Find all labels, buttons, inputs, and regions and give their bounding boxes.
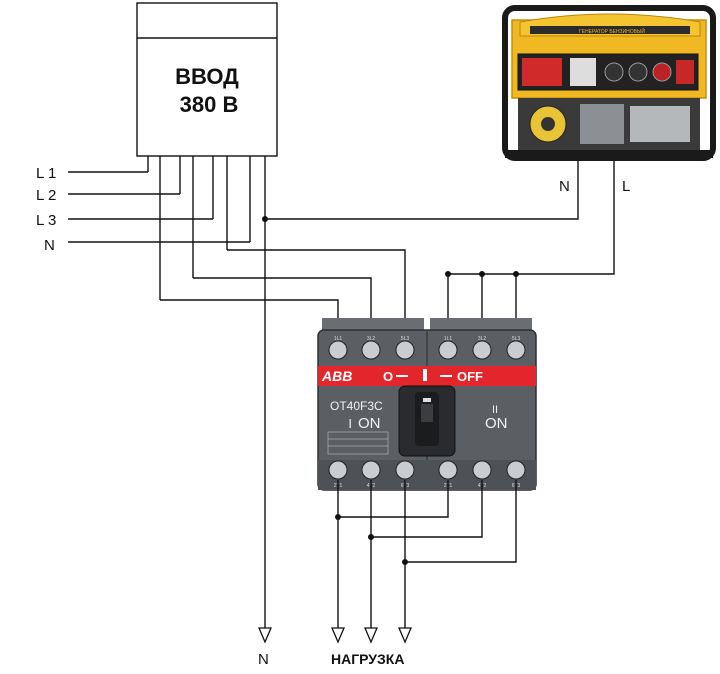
- abb-logo: ABB: [321, 368, 352, 384]
- position-zero-label: O: [383, 369, 393, 384]
- output-arrows: [258, 627, 412, 644]
- input-box-title: ВВОД: [175, 64, 239, 89]
- line-l2-label: L 2: [36, 187, 56, 204]
- line-l3-label: L 3: [36, 212, 56, 229]
- output-n-label: N: [258, 651, 269, 668]
- input-box-voltage: 380 В: [180, 92, 239, 117]
- input-box: ВВОД 380 В: [136, 2, 278, 630]
- spec-table: [327, 431, 389, 455]
- input-lines: L 1 L 2 L 3 N: [36, 165, 250, 254]
- line-l1-label: L 1: [36, 165, 56, 182]
- rotary-handle[interactable]: [398, 385, 456, 457]
- bottom-terminals: 2T1 4T2 6T3 2T1 4T2 6T3: [318, 460, 536, 490]
- top-terminal-5: 3L2: [478, 336, 487, 342]
- arrow-load-2: [364, 627, 378, 644]
- on-right-label: ON: [485, 415, 508, 432]
- switch-model: OT40F3C: [330, 399, 383, 413]
- top-terminals: 1L1 3L2 5L3 1L1 3L2 5L3: [328, 336, 526, 360]
- arrow-n: [258, 627, 272, 644]
- position-two-label: II: [492, 404, 498, 416]
- top-terminal-2: 3L2: [367, 336, 376, 342]
- top-terminal-1: 1L1: [334, 336, 343, 342]
- generator-n-label: N: [559, 178, 570, 195]
- generator-l-label: L: [622, 178, 630, 195]
- load-label: НАГРУЗКА: [331, 651, 404, 667]
- arrow-load-1: [331, 627, 345, 644]
- top-terminal-3: 5L3: [401, 336, 410, 342]
- generator-panel-text: ГЕНЕРАТОР БЕНЗИНОВЫЙ: [579, 27, 645, 35]
- transfer-switch: 1L1 3L2 5L3 1L1 3L2 5L3 ABB O OFF OT40F3…: [317, 318, 537, 491]
- on-left-label: ON: [358, 415, 381, 432]
- top-terminal-4: 1L1: [444, 336, 453, 342]
- generator: ГЕНЕРАТОР БЕНЗИНОВЫЙ: [502, 5, 716, 161]
- generator-wires: N L: [262, 158, 630, 330]
- top-terminal-6: 5L3: [512, 336, 521, 342]
- output-wires: [335, 480, 517, 630]
- line-n-label: N: [44, 237, 55, 254]
- position-one-label: I: [348, 416, 352, 431]
- position-off-label: OFF: [457, 369, 483, 384]
- arrow-load-3: [398, 627, 412, 644]
